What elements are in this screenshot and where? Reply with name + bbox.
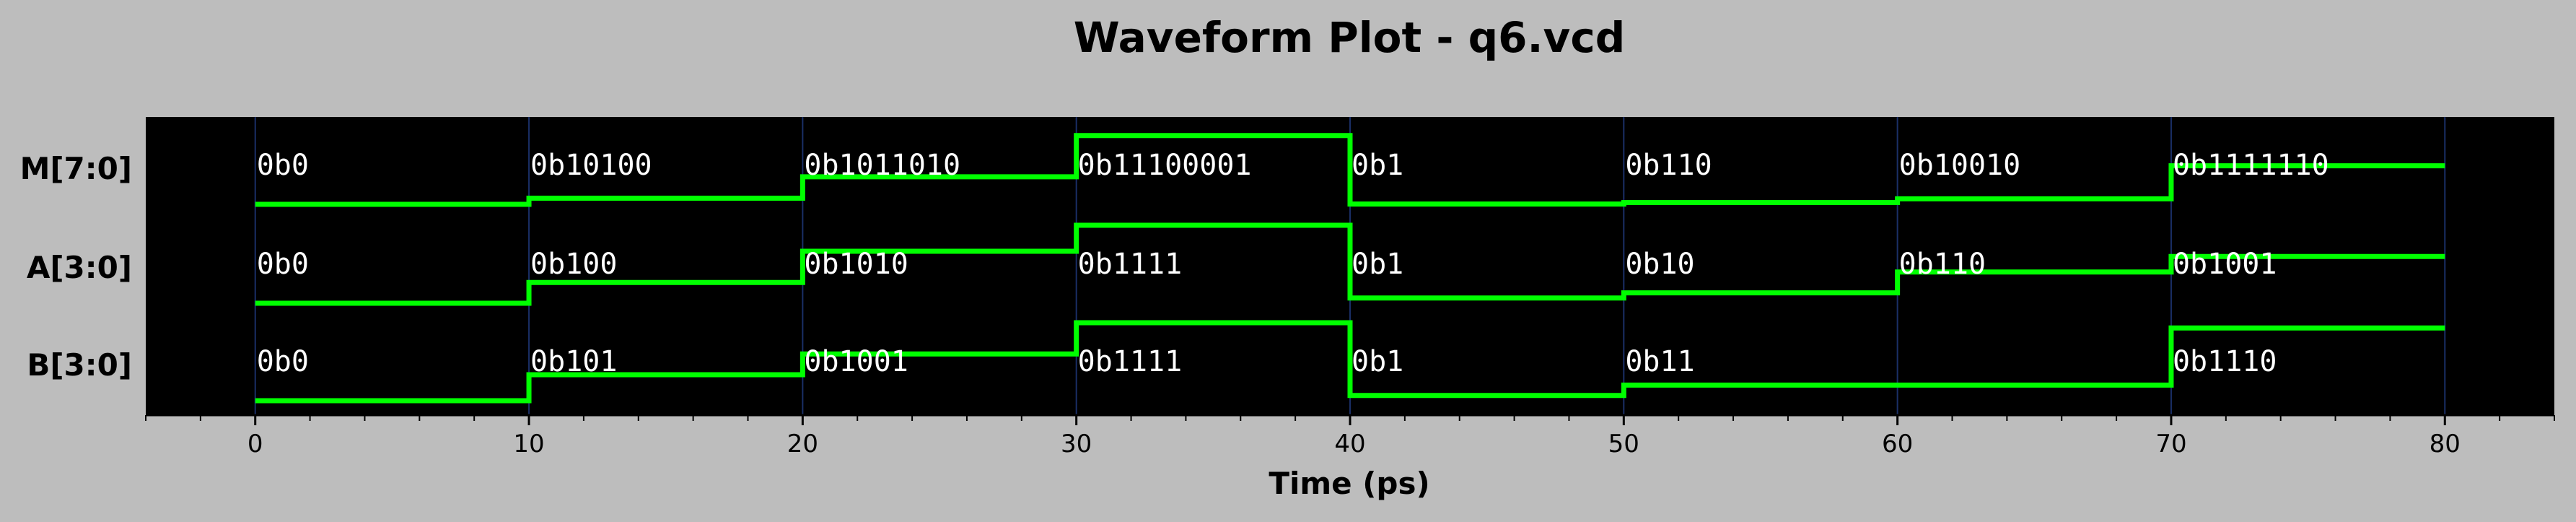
value-labels: 0b0 0b10100 0b1011010 0b11100001 0b1 0b110 0b1…	[257, 149, 2329, 378]
value-label: 0b10100	[530, 149, 652, 182]
value-label: 0b0	[257, 248, 309, 281]
value-label: 0b1111110	[2173, 149, 2329, 182]
x-tick-label: 70	[2155, 430, 2186, 458]
waveform-trace	[255, 222, 2445, 306]
value-label: 0b110	[1625, 149, 1712, 182]
value-label: 0b1011010	[804, 149, 960, 182]
chart-title: Waveform Plot - q6.vcd	[1074, 13, 1626, 62]
signal-labels: M[7:0] A[3:0] B[3:0]	[20, 151, 132, 383]
value-label: 0b100	[530, 248, 617, 281]
x-tick-label: 80	[2430, 430, 2461, 458]
value-label: 0b0	[257, 149, 309, 182]
signal-label: A[3:0]	[27, 250, 132, 285]
value-label: 0b101	[530, 345, 617, 378]
value-label: 0b1001	[804, 345, 908, 378]
value-label: 0b1	[1351, 149, 1403, 182]
value-label: 0b1111	[1078, 248, 1183, 281]
value-label: 0b110	[1899, 248, 1986, 281]
x-tick-label: 10	[513, 430, 544, 458]
x-tick-label: 50	[1608, 430, 1639, 458]
x-tick-label: 40	[1334, 430, 1365, 458]
value-label: 0b11	[1625, 345, 1694, 378]
value-label: 0b10010	[1899, 149, 2021, 182]
x-tick-label: 0	[247, 430, 263, 458]
value-label: 0b1111	[1078, 345, 1183, 378]
value-label: 0b1	[1351, 345, 1403, 378]
x-axis: 0 10 20 30 40 50 60 70 80	[145, 414, 2555, 458]
value-label: 0b0	[257, 345, 309, 378]
signal-label: M[7:0]	[20, 151, 132, 186]
value-label: 0b1110	[2173, 345, 2277, 378]
value-label: 0b1001	[2173, 248, 2277, 281]
waveform-trace	[255, 133, 2445, 207]
x-tick-label: 30	[1061, 430, 1092, 458]
value-label: 0b11100001	[1078, 149, 1252, 182]
value-label: 0b10	[1625, 248, 1694, 281]
value-label: 0b1	[1351, 248, 1403, 281]
x-tick-label: 60	[1882, 430, 1913, 458]
waveform-traces	[255, 133, 2445, 404]
x-axis-label: Time (ps)	[1269, 466, 1429, 501]
signal-label: B[3:0]	[27, 347, 132, 383]
value-label: 0b1010	[804, 248, 908, 281]
waveform-trace	[255, 320, 2445, 404]
x-tick-label: 20	[787, 430, 818, 458]
